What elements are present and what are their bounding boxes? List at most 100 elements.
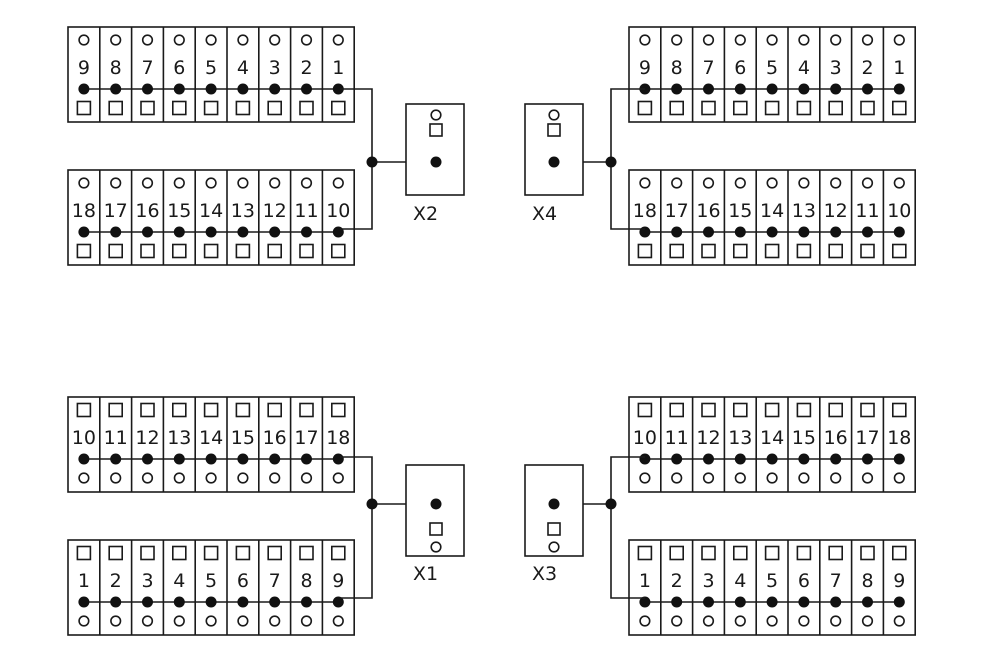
terminal-dot bbox=[862, 596, 873, 608]
terminal-17: 17 bbox=[665, 177, 689, 259]
plug-pin-dot-x3 bbox=[548, 498, 560, 510]
terminal-9: 9 bbox=[891, 545, 907, 627]
terminal-number: 18 bbox=[887, 427, 911, 449]
terminal-block-frame bbox=[67, 169, 356, 266]
connector-label-x2: X2 bbox=[413, 203, 438, 225]
terminal-8: 8 bbox=[299, 545, 314, 627]
terminal-dot bbox=[734, 453, 746, 465]
terminal-top-square-icon bbox=[76, 402, 92, 418]
connector-label-x3: X3 bbox=[532, 563, 557, 585]
terminal-top-square-icon bbox=[330, 545, 346, 561]
terminal-bottom-circle-icon bbox=[269, 472, 281, 484]
terminal-dot bbox=[766, 596, 778, 608]
terminal-dot bbox=[798, 453, 810, 465]
terminal-number: 7 bbox=[702, 57, 714, 79]
terminal-bottom-square-icon bbox=[76, 100, 92, 116]
terminal-number: 1 bbox=[639, 570, 651, 592]
terminal-number: 15 bbox=[728, 200, 752, 222]
terminal-top-square-icon bbox=[637, 545, 653, 561]
terminal-number: 2 bbox=[110, 570, 122, 592]
terminal-number: 9 bbox=[639, 57, 651, 79]
terminal-number: 18 bbox=[72, 200, 96, 222]
terminal-top-square-icon bbox=[235, 545, 251, 561]
terminal-bottom-square-icon bbox=[764, 100, 780, 116]
terminal-bottom-square-icon bbox=[172, 243, 187, 259]
terminal-top-circle-icon bbox=[861, 34, 874, 46]
plug-circle-icon-x1 bbox=[430, 541, 442, 553]
terminal-10: 10 bbox=[72, 402, 96, 484]
terminal-number: 15 bbox=[231, 427, 255, 449]
terminal-bottom-circle-icon bbox=[110, 615, 122, 627]
terminal-dot bbox=[830, 226, 842, 238]
terminal-top-circle-icon bbox=[173, 34, 185, 46]
terminal-15: 15 bbox=[231, 402, 255, 484]
terminal-dot bbox=[766, 226, 778, 238]
plug-square-icon-x2 bbox=[429, 123, 443, 137]
terminal-2: 2 bbox=[860, 34, 875, 116]
terminal-number: 16 bbox=[824, 427, 848, 449]
terminal-number: 10 bbox=[326, 200, 350, 222]
terminal-top-circle-icon bbox=[893, 34, 905, 46]
terminal-number: 12 bbox=[263, 200, 287, 222]
terminal-dot bbox=[78, 453, 90, 465]
terminal-block-frame bbox=[628, 169, 917, 266]
plug-body-x1 bbox=[405, 464, 465, 557]
terminal-top-circle-icon bbox=[269, 177, 281, 189]
terminal-top-circle-icon bbox=[766, 34, 778, 46]
terminal-bottom-circle-icon bbox=[830, 615, 842, 627]
terminal-top-circle-icon bbox=[110, 177, 122, 189]
terminal-number: 2 bbox=[300, 57, 312, 79]
terminal-dot bbox=[766, 83, 778, 95]
terminal-top-square-icon bbox=[732, 545, 748, 561]
terminal-number: 17 bbox=[294, 427, 318, 449]
terminal-bottom-square-icon bbox=[140, 243, 155, 259]
terminal-number: 14 bbox=[760, 427, 784, 449]
terminal-number: 6 bbox=[798, 570, 810, 592]
terminal-bottom-square-icon bbox=[701, 100, 716, 116]
terminal-top-circle-icon bbox=[269, 34, 281, 46]
plug-square-icon-x3 bbox=[547, 522, 561, 536]
terminal-top-square-icon bbox=[764, 545, 780, 561]
terminal-dot bbox=[110, 596, 122, 608]
connector-label-x1: X1 bbox=[413, 563, 438, 585]
terminal-12: 12 bbox=[135, 402, 160, 484]
terminal-bottom-circle-icon bbox=[78, 615, 90, 627]
terminal-block-frame bbox=[67, 26, 356, 123]
terminal-bottom-circle-icon bbox=[671, 472, 683, 484]
terminal-1: 1 bbox=[330, 34, 346, 116]
terminal-number: 1 bbox=[78, 570, 90, 592]
terminal-dot bbox=[332, 596, 344, 608]
terminal-top-square-icon bbox=[172, 402, 187, 418]
terminal-dot bbox=[173, 83, 185, 95]
terminal-top-circle-icon bbox=[893, 177, 905, 189]
terminal-dot bbox=[142, 83, 153, 95]
junction-dot-x1 bbox=[366, 498, 378, 510]
plug-pin-dot-x2 bbox=[430, 156, 442, 168]
terminal-top-square-icon bbox=[267, 545, 283, 561]
terminal-dot bbox=[766, 453, 778, 465]
terminal-top-square-icon bbox=[891, 545, 907, 561]
terminal-number: 17 bbox=[665, 200, 689, 222]
terminal-bottom-circle-icon bbox=[300, 472, 313, 484]
terminal-1: 1 bbox=[891, 34, 907, 116]
terminal-1: 1 bbox=[76, 545, 92, 627]
terminal-number: 5 bbox=[205, 57, 217, 79]
terminal-number: 13 bbox=[231, 200, 255, 222]
terminal-6: 6 bbox=[732, 34, 748, 116]
terminal-5: 5 bbox=[764, 34, 780, 116]
terminal-bottom-square-icon bbox=[299, 100, 314, 116]
terminal-top-circle-icon bbox=[205, 177, 217, 189]
terminal-bottom-square-icon bbox=[828, 243, 844, 259]
terminal-bottom-circle-icon bbox=[893, 472, 905, 484]
terminal-bottom-square-icon bbox=[828, 100, 844, 116]
terminal-top-square-icon bbox=[140, 545, 155, 561]
terminal-13: 13 bbox=[167, 402, 191, 484]
terminal-15: 15 bbox=[167, 177, 191, 259]
terminal-4: 4 bbox=[732, 545, 748, 627]
terminal-top-square-icon bbox=[76, 545, 92, 561]
terminal-number: 5 bbox=[205, 570, 217, 592]
terminal-17: 17 bbox=[104, 177, 128, 259]
terminal-top-square-icon bbox=[669, 545, 685, 561]
